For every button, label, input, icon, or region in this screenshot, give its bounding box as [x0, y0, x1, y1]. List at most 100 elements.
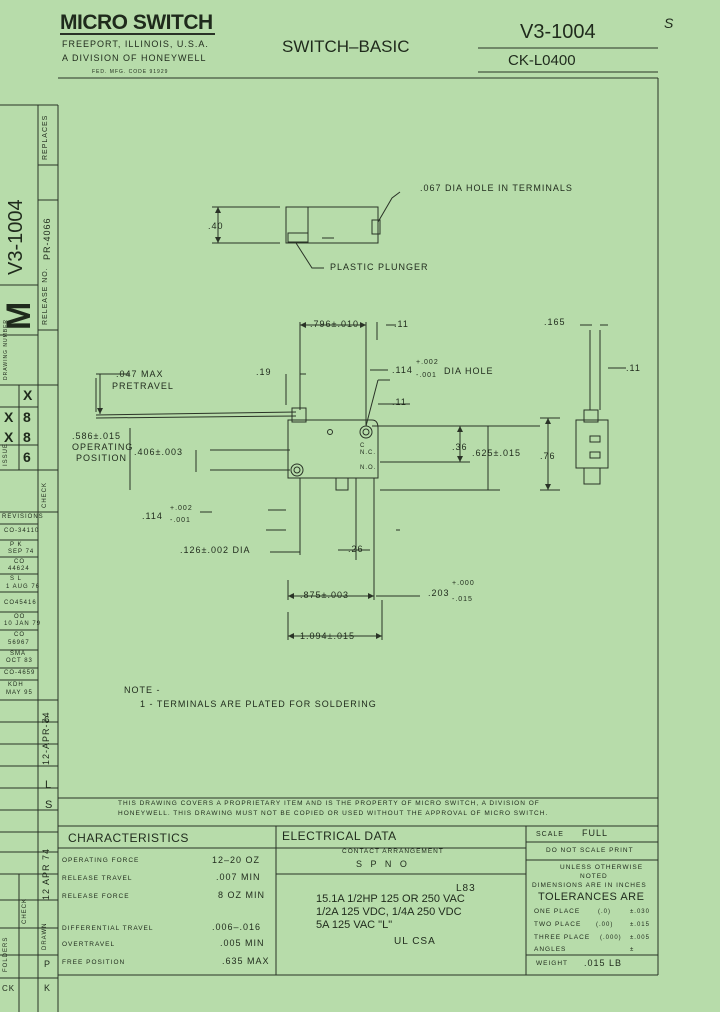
dia-hole-plus: +.002: [416, 359, 439, 366]
sidebar-issue-mark-6: 6: [23, 449, 31, 465]
hole-callout: .067 DIA HOLE IN TERMINALS: [420, 183, 573, 193]
characteristics-value: 12–20 OZ: [212, 855, 261, 865]
terminal-no: N.O.: [360, 465, 377, 471]
operating-position-value: .586±.015: [72, 431, 121, 441]
tolerance-label: ONE PLACE: [534, 908, 581, 915]
revision-entry: SEP 74: [8, 549, 35, 555]
dimensions-in-inches: DIMENSIONS ARE IN INCHES: [532, 882, 647, 889]
tolerance-value: ±.005: [630, 935, 650, 941]
company-location: FREEPORT, ILLINOIS, U.S.A.: [62, 39, 209, 49]
sidebar-cell-ck: CK: [2, 984, 16, 993]
sidebar-date-0: 6: [44, 715, 50, 726]
revision-entry: CO-4659: [4, 670, 36, 676]
dim-1094: 1.094±.015: [300, 631, 355, 641]
electrical-rating-3: 5A 125 VAC "L": [316, 919, 393, 931]
sidebar-date-3: S: [45, 799, 53, 811]
contact-arrangement-label: CONTACT ARRANGEMENT: [342, 848, 444, 855]
dim-203-minus: -.015: [452, 596, 473, 603]
sidebar-release-label: RELEASE NO.: [42, 267, 49, 325]
tolerance-code: (.0): [598, 909, 611, 915]
revision-entry: 10 JAN 79: [4, 621, 42, 627]
sidebar-check-label: CHECK: [42, 481, 48, 508]
characteristics-label: OPERATING FORCE: [62, 857, 140, 864]
revision-entry: KDH: [8, 682, 24, 688]
sidebar-issue-label: ISSUE: [3, 442, 9, 466]
revision-entry: 44624: [8, 566, 30, 572]
revision-entry: 1 AUG 76: [6, 584, 41, 590]
sidebar-part-number: V3-1004: [5, 199, 27, 275]
note-1: 1 - TERMINALS ARE PLATED FOR SOLDERING: [140, 699, 377, 709]
characteristics-label: OVERTRAVEL: [62, 941, 116, 948]
pretravel-value: .047 MAX: [116, 369, 164, 379]
characteristics-title: CHARACTERISTICS: [68, 831, 189, 845]
characteristics-label: RELEASE TRAVEL: [62, 875, 133, 882]
sidebar-cell-k: K: [44, 983, 52, 993]
dim-165: .165: [544, 317, 566, 327]
revision-entry: CO: [14, 559, 25, 565]
tolerance-value: ±.030: [630, 909, 650, 915]
sidebar-cell-folders: FOLDERS: [3, 936, 9, 972]
note-title: NOTE -: [124, 685, 161, 695]
characteristics-value: .005 MIN: [220, 938, 265, 948]
dim-hole-offset: .11: [392, 397, 407, 407]
contact-arrangement-value: S P N O: [356, 859, 410, 869]
dim-plunger-width: .11: [394, 319, 409, 329]
weight-value: .015 LB: [584, 958, 623, 968]
dim-plunger-to-hole: .796±.010: [310, 319, 359, 329]
revision-entry: CO-34110: [4, 528, 40, 534]
sidebar-date-2: L: [45, 779, 52, 791]
characteristics-value: .635 MAX: [222, 956, 270, 966]
left-hole-minus: -.001: [170, 517, 191, 524]
terminal-nc: N.C.: [360, 450, 376, 456]
scale-value: FULL: [582, 828, 609, 838]
electrical-rating-2: 1/2A 125 VDC, 1/4A 250 VDC: [316, 906, 462, 918]
sidebar-revisions-label: REVISIONS: [2, 514, 44, 520]
terminal-c: C: [360, 443, 366, 449]
dim-406: .406±.003: [134, 447, 183, 457]
operating-position-label-2: POSITION: [76, 453, 128, 463]
revision-entry: CO45416: [4, 600, 37, 606]
sidebar-cell-check: CHECK: [22, 897, 28, 924]
characteristics-value: .006–.016: [212, 922, 262, 932]
left-hole-plus: +.002: [170, 505, 193, 512]
revision-entry: P K: [10, 542, 23, 548]
dim-top-height: .40: [208, 221, 224, 231]
scale-label: SCALE: [536, 831, 564, 838]
proprietary-line-1: THIS DRAWING COVERS A PROPRIETARY ITEM A…: [118, 800, 540, 807]
tolerance-value: ±: [630, 947, 635, 953]
sidebar-cell-p: P: [44, 959, 52, 969]
sidebar-issue-mark-3: 8: [23, 409, 31, 425]
revision-entry: OO: [14, 614, 26, 620]
product-name: SWITCH–BASIC: [282, 37, 410, 56]
tolerance-code: (.00): [596, 922, 614, 928]
sidebar-issue-mark-5: 8: [23, 429, 31, 445]
revision-entry: CO: [14, 632, 25, 638]
tolerances-title: TOLERANCES ARE: [538, 891, 645, 903]
tolerance-value: ±.015: [630, 922, 650, 928]
dim-19: .19: [256, 367, 272, 377]
operating-position-label-1: OPERATING: [72, 442, 134, 452]
dim-625: .625±.015: [472, 448, 521, 458]
revision-entry: MAY 95: [6, 690, 33, 696]
characteristics-label: DIFFERENTIAL TRAVEL: [62, 925, 154, 932]
tolerance-label: THREE PLACE: [534, 934, 591, 941]
dia-hole-minus: -.001: [416, 372, 437, 379]
unless-otherwise: UNLESS OTHERWISE: [560, 864, 644, 871]
dim-36: .36: [452, 442, 468, 452]
tolerance-label: TWO PLACE: [534, 921, 582, 928]
pin-dia: .126±.002 DIA: [180, 545, 251, 555]
tolerance-code: (.000): [600, 935, 622, 941]
do-not-scale: DO NOT SCALE PRINT: [546, 847, 634, 854]
dim-76: .76: [540, 451, 556, 461]
dim-875: .875±.003: [300, 590, 349, 600]
electrical-title: ELECTRICAL DATA: [282, 829, 397, 843]
revision-entry: 56967: [8, 640, 30, 646]
company-division: A DIVISION OF HONEYWELL: [62, 53, 207, 63]
sidebar-issue-mark-2: X: [4, 409, 14, 425]
sidebar-cell-drawn: DRAWN: [42, 922, 48, 950]
corner-mark: S: [664, 15, 674, 31]
weight-label: WEIGHT: [536, 960, 568, 967]
catalog-number: CK-L0400: [508, 52, 576, 69]
plunger-callout: PLASTIC PLUNGER: [330, 262, 429, 272]
